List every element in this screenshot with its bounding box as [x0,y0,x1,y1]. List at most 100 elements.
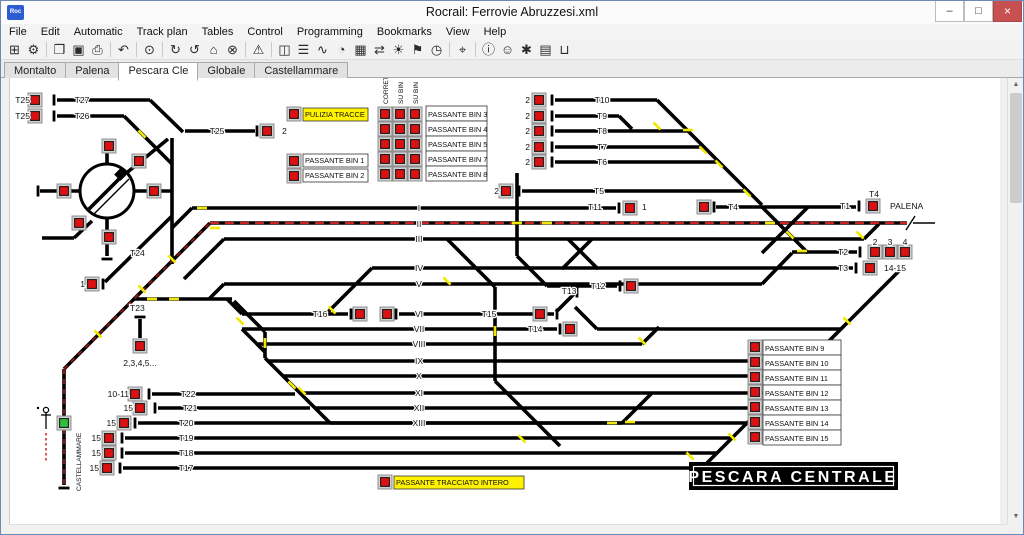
signal-button[interactable] [132,338,148,354]
signal-button[interactable] [562,321,578,337]
undo-icon[interactable]: ↶ [118,41,129,57]
route-label-box[interactable]: PASSANTE BIN 2 [302,168,369,183]
signal-button[interactable] [286,168,302,184]
signal-button[interactable] [867,244,883,260]
signal-button[interactable] [101,229,117,245]
minimize-button[interactable]: – [935,1,964,22]
signal-button[interactable] [696,199,712,215]
signal-button[interactable] [623,278,639,294]
flags-icon[interactable]: ⚑ [411,41,424,57]
maximize-button[interactable]: □ [964,1,993,22]
menu-help[interactable]: Help [483,26,507,38]
signal-button[interactable] [531,108,547,124]
trace-icon[interactable]: ✱ [521,41,532,57]
storage-icon[interactable]: ⊔ [559,41,570,57]
signal-button[interactable] [392,136,408,152]
properties-icon[interactable]: ⚙ [27,41,40,57]
title-bar[interactable]: Roc Rocrail: Ferrovie Abruzzesi.xml – □ … [1,1,1023,25]
signal-button[interactable] [379,306,395,322]
signal-button[interactable] [286,153,302,169]
signal-button[interactable] [132,400,148,416]
route-label-box[interactable]: PULIZIA TRACCE [302,107,369,122]
signal-button[interactable] [531,123,547,139]
route-label-box[interactable]: PASSANTE BIN 13 [762,399,842,416]
signal-button[interactable] [392,106,408,122]
menu-tables[interactable]: Tables [201,26,234,38]
signal-button[interactable] [84,276,100,292]
signal-button[interactable] [747,339,763,355]
signal-button[interactable] [131,153,147,169]
route-label-box[interactable]: PASSANTE BIN 14 [762,414,842,431]
auto-mode-icon[interactable]: ⇄ [374,41,385,57]
blocks-icon[interactable]: ▦ [354,41,367,57]
signal-button[interactable] [622,200,638,216]
emergency-icon[interactable]: ⚠ [252,41,265,57]
route-label-box[interactable]: PASSANTE BIN 10 [762,354,842,371]
tab-pescara-cle[interactable]: Pescara Cle [118,62,199,81]
signal-button[interactable] [407,166,423,182]
scroll-down-icon[interactable]: ▼ [1012,513,1020,520]
signal-button[interactable] [116,415,132,431]
signal-button[interactable] [377,136,393,152]
signal-button-green[interactable] [56,415,72,431]
signal-button[interactable] [897,244,913,260]
signal-button[interactable] [146,183,162,199]
train-icon[interactable]: ◫ [278,41,291,57]
signal-button[interactable] [747,354,763,370]
refresh-icon[interactable]: ↺ [189,41,200,57]
tab-montalto[interactable]: Montalto [4,62,67,79]
signal-button[interactable] [498,183,514,199]
signal-button[interactable] [56,183,72,199]
info-icon[interactable]: ⓘ [481,41,495,57]
scroll-up-icon[interactable]: ▲ [1012,81,1020,88]
signal-button[interactable] [747,429,763,445]
signal-button[interactable] [101,138,117,154]
tab-palena[interactable]: Palena [65,62,120,79]
fast-clock-icon[interactable]: ◷ [430,41,443,57]
signal-button[interactable] [882,244,898,260]
home-icon[interactable]: ⌂ [209,41,218,57]
zoom-icon[interactable]: ⌖ [458,41,467,57]
signal-button[interactable] [71,215,87,231]
vertical-scrollbar[interactable]: ▲ ▼ [1007,78,1023,524]
signal-button[interactable] [407,136,423,152]
signal-button[interactable] [377,474,393,490]
routes-icon[interactable]: ∿ [317,41,328,57]
route-label-box[interactable]: PASSANTE BIN 11 [762,369,842,386]
close-button[interactable]: × [993,1,1022,22]
signal-button[interactable] [747,369,763,385]
tab-globale[interactable]: Globale [197,62,256,79]
signal-button[interactable] [747,399,763,415]
route-label-box[interactable]: PASSANTE BIN 9 [762,339,842,356]
signal-button[interactable] [377,106,393,122]
signal-button[interactable] [286,106,302,122]
signal-button[interactable] [531,154,547,170]
print-icon[interactable]: ⎙ [92,41,103,57]
signal-button[interactable] [407,121,423,137]
route-label-box[interactable]: PASSANTE BIN 3 [425,105,487,122]
menu-edit[interactable]: Edit [40,26,60,38]
signal-button[interactable] [352,306,368,322]
signal-button[interactable] [865,198,881,214]
signal-button[interactable] [531,92,547,108]
signal-button[interactable] [392,166,408,182]
signal-button[interactable] [127,386,143,402]
menu-track-plan[interactable]: Track plan [136,26,188,38]
signal-button[interactable] [99,460,115,476]
signal-button[interactable] [392,121,408,137]
signal-button[interactable] [259,123,275,139]
route-label-box[interactable]: PASSANTE BIN 1 [302,153,369,168]
open-icon[interactable]: ❒ [53,41,66,57]
route-label-box[interactable]: PASSANTE BIN 7 [425,150,487,167]
power-icon[interactable]: ⊙ [144,41,155,57]
signal-button[interactable] [27,92,43,108]
menu-file[interactable]: File [9,26,27,38]
signal-button[interactable] [862,260,878,276]
signal-button[interactable] [377,121,393,137]
reconnect-icon[interactable]: ↻ [170,41,181,57]
signal-button[interactable] [377,166,393,182]
signal-button[interactable] [531,139,547,155]
signal-button[interactable] [407,151,423,167]
signal-button[interactable] [101,445,117,461]
switch-list-icon[interactable]: ☰ [297,41,310,57]
